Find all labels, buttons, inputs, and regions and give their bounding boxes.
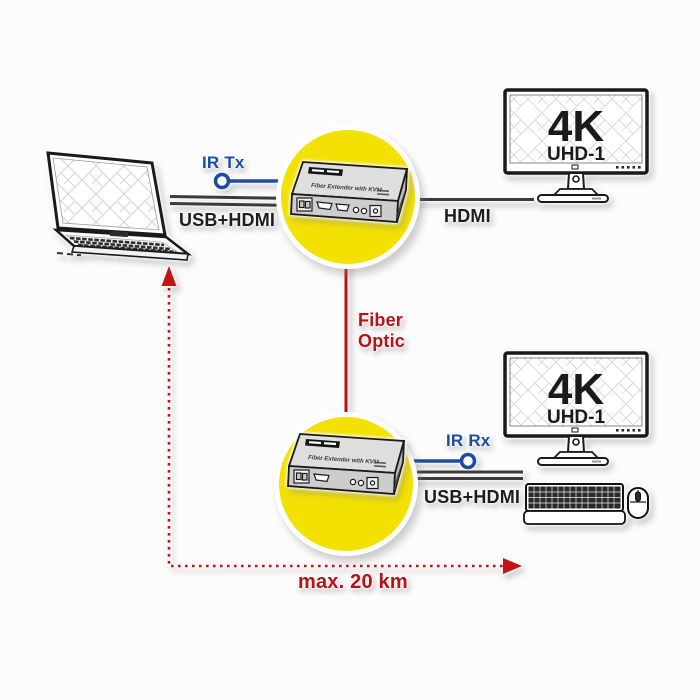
extender-label-text: Fiber Extender with KVM [311,183,383,194]
monitor-power-button [571,164,579,170]
fiber-optic-label: Fiber Optic [358,310,406,351]
audio-jack-icon [360,207,368,215]
hdmi-label: HDMI [444,206,491,226]
monitor-indicator-dots [616,166,641,169]
ir-tx-label: IR Tx [202,153,245,172]
monitor-bottom-illustration: 4K UHD-1 [503,351,649,466]
extender-box-rx: Fiber Extender with KVM [287,433,406,495]
distance-arrow-path [167,288,503,568]
box-ports [296,197,382,218]
laptop-hinge [109,230,129,238]
monitor-indicator-dots [616,429,641,432]
ir-rx-terminal-icon [459,452,477,470]
hdmi-port-icon [316,201,333,211]
laptop-key-rows [69,236,177,254]
audio-jack-icon [357,479,365,487]
extender-label-text: Fiber Extender with KVM [308,455,380,466]
standard-text: UHD-1 [547,144,605,165]
ir-jack-icon [352,206,360,214]
brand-logo-marks [311,169,340,174]
brand-logo [305,439,340,448]
usb-port-icon [335,203,350,212]
brand-logo-marks [308,441,337,446]
ir-jack-icon [349,478,357,486]
standard-text: UHD-1 [547,407,605,428]
resolution-text: 4K [548,365,604,414]
laptop-screen-pattern [52,157,160,231]
monitor-screen [509,357,643,427]
laptop-ports [56,252,82,257]
monitor-stand [537,435,609,466]
arrowhead-up-icon [161,266,177,286]
laptop-illustration [46,151,193,261]
box-ports [293,469,379,490]
mouse-icon [627,487,649,519]
brand-logo [308,167,343,176]
ir-tx-terminal-icon [213,172,231,190]
monitor-screen [509,94,643,164]
usb-hdmi-bottom-label: USB+HDMI [424,487,521,507]
keyboard-mouse-illustration [523,483,649,525]
box-vents [396,192,405,219]
ir-rx-label: IR Rx [446,431,491,450]
monitor-power-button [571,427,579,433]
monitor-top-illustration: 4K UHD-1 [503,88,649,203]
resolution-text: 4K [548,102,604,151]
monitor-stand [537,172,609,203]
box-vents [393,464,402,491]
hdmi-port-icon [313,473,330,483]
box-small-print [373,461,387,468]
usb-hdmi-top-label: USB+HDMI [179,210,276,230]
extender-box-tx: Fiber Extender with KVM [290,161,409,223]
box-small-print [376,189,390,196]
arrowhead-right-icon [503,558,522,574]
max-distance-label: max. 20 km [298,571,408,593]
laptop-front-edge [70,245,189,261]
keyboard-icon [523,483,626,525]
